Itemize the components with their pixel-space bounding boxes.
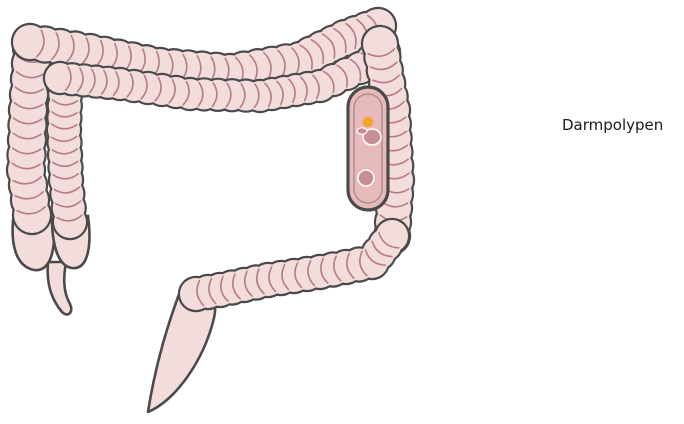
polyp-small xyxy=(357,128,367,134)
sigmoid-colon xyxy=(178,218,410,312)
polyp-label: Darmpolypen xyxy=(562,116,663,134)
polyp-marker-dot xyxy=(363,117,373,127)
polyp-magnifier xyxy=(348,87,388,210)
appendix xyxy=(48,262,72,314)
colon-body xyxy=(6,7,415,412)
polyp-lower xyxy=(358,170,374,186)
